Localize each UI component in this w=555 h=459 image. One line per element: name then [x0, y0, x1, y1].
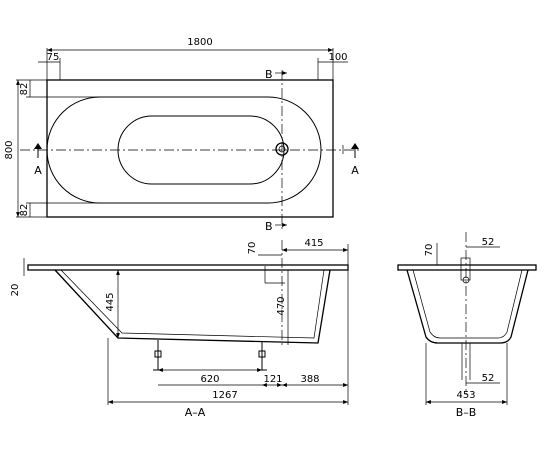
- rim-side: [27, 264, 349, 271]
- foot-nut: [258, 350, 266, 358]
- dim-feet-offset: 121: [263, 374, 282, 385]
- foot-left: [153, 340, 163, 371]
- dim-rim-top: 82: [19, 83, 30, 96]
- dim-length: 1800: [187, 37, 212, 48]
- dim-drain-height: 470: [276, 296, 287, 315]
- dim-right-offset: 100: [328, 52, 347, 63]
- arrow-up-icon: [351, 143, 359, 149]
- dim-end-offset: 388: [300, 374, 319, 385]
- dim-rim-bottom: 82: [19, 204, 30, 217]
- section-label-b-b: B–B: [456, 406, 477, 419]
- section-b-label-top: B: [265, 68, 273, 81]
- foot-nut: [154, 350, 162, 358]
- end-view: 70 52 52 453 B–B: [397, 232, 537, 419]
- tub-body-side: [54, 269, 331, 344]
- dim-width: 800: [4, 140, 15, 159]
- tub-inner-end: [412, 269, 523, 339]
- dim-top-offset: 70: [424, 244, 435, 257]
- dim-depth: 445: [105, 292, 116, 311]
- dim-drain-offset-end: 415: [304, 238, 323, 249]
- dim-length-bottom: 1267: [212, 390, 237, 401]
- tub-inner-basin: [46, 96, 322, 204]
- dim-left-offset: 75: [47, 52, 60, 63]
- tub-outline-top: [46, 79, 334, 218]
- rim-end: [397, 264, 537, 271]
- tub-inner-side: [60, 269, 325, 339]
- section-b-label-bottom: B: [265, 220, 273, 233]
- tub-floor: [117, 115, 285, 185]
- section-a-label-left: A: [34, 164, 42, 177]
- dim-bottom-width: 52: [482, 373, 495, 384]
- top-view: 1800 75 100 800 82 82 A A B B: [4, 37, 360, 233]
- section-a-label-right: A: [351, 164, 359, 177]
- side-view: 20 445 70 415 470 620: [10, 238, 349, 419]
- dim-overall: 453: [456, 390, 475, 401]
- section-label-a-a: A–A: [185, 406, 206, 419]
- foot-right: [257, 342, 267, 371]
- overflow-tube: [460, 257, 471, 281]
- dim-rim-thickness: 20: [10, 284, 21, 297]
- dim-top-width: 52: [482, 237, 495, 248]
- dim-feet-spacing: 620: [200, 374, 219, 385]
- tub-body-end: [406, 269, 529, 344]
- arrow-up-icon: [34, 143, 42, 149]
- dim-drain-offset-top: 70: [247, 242, 258, 255]
